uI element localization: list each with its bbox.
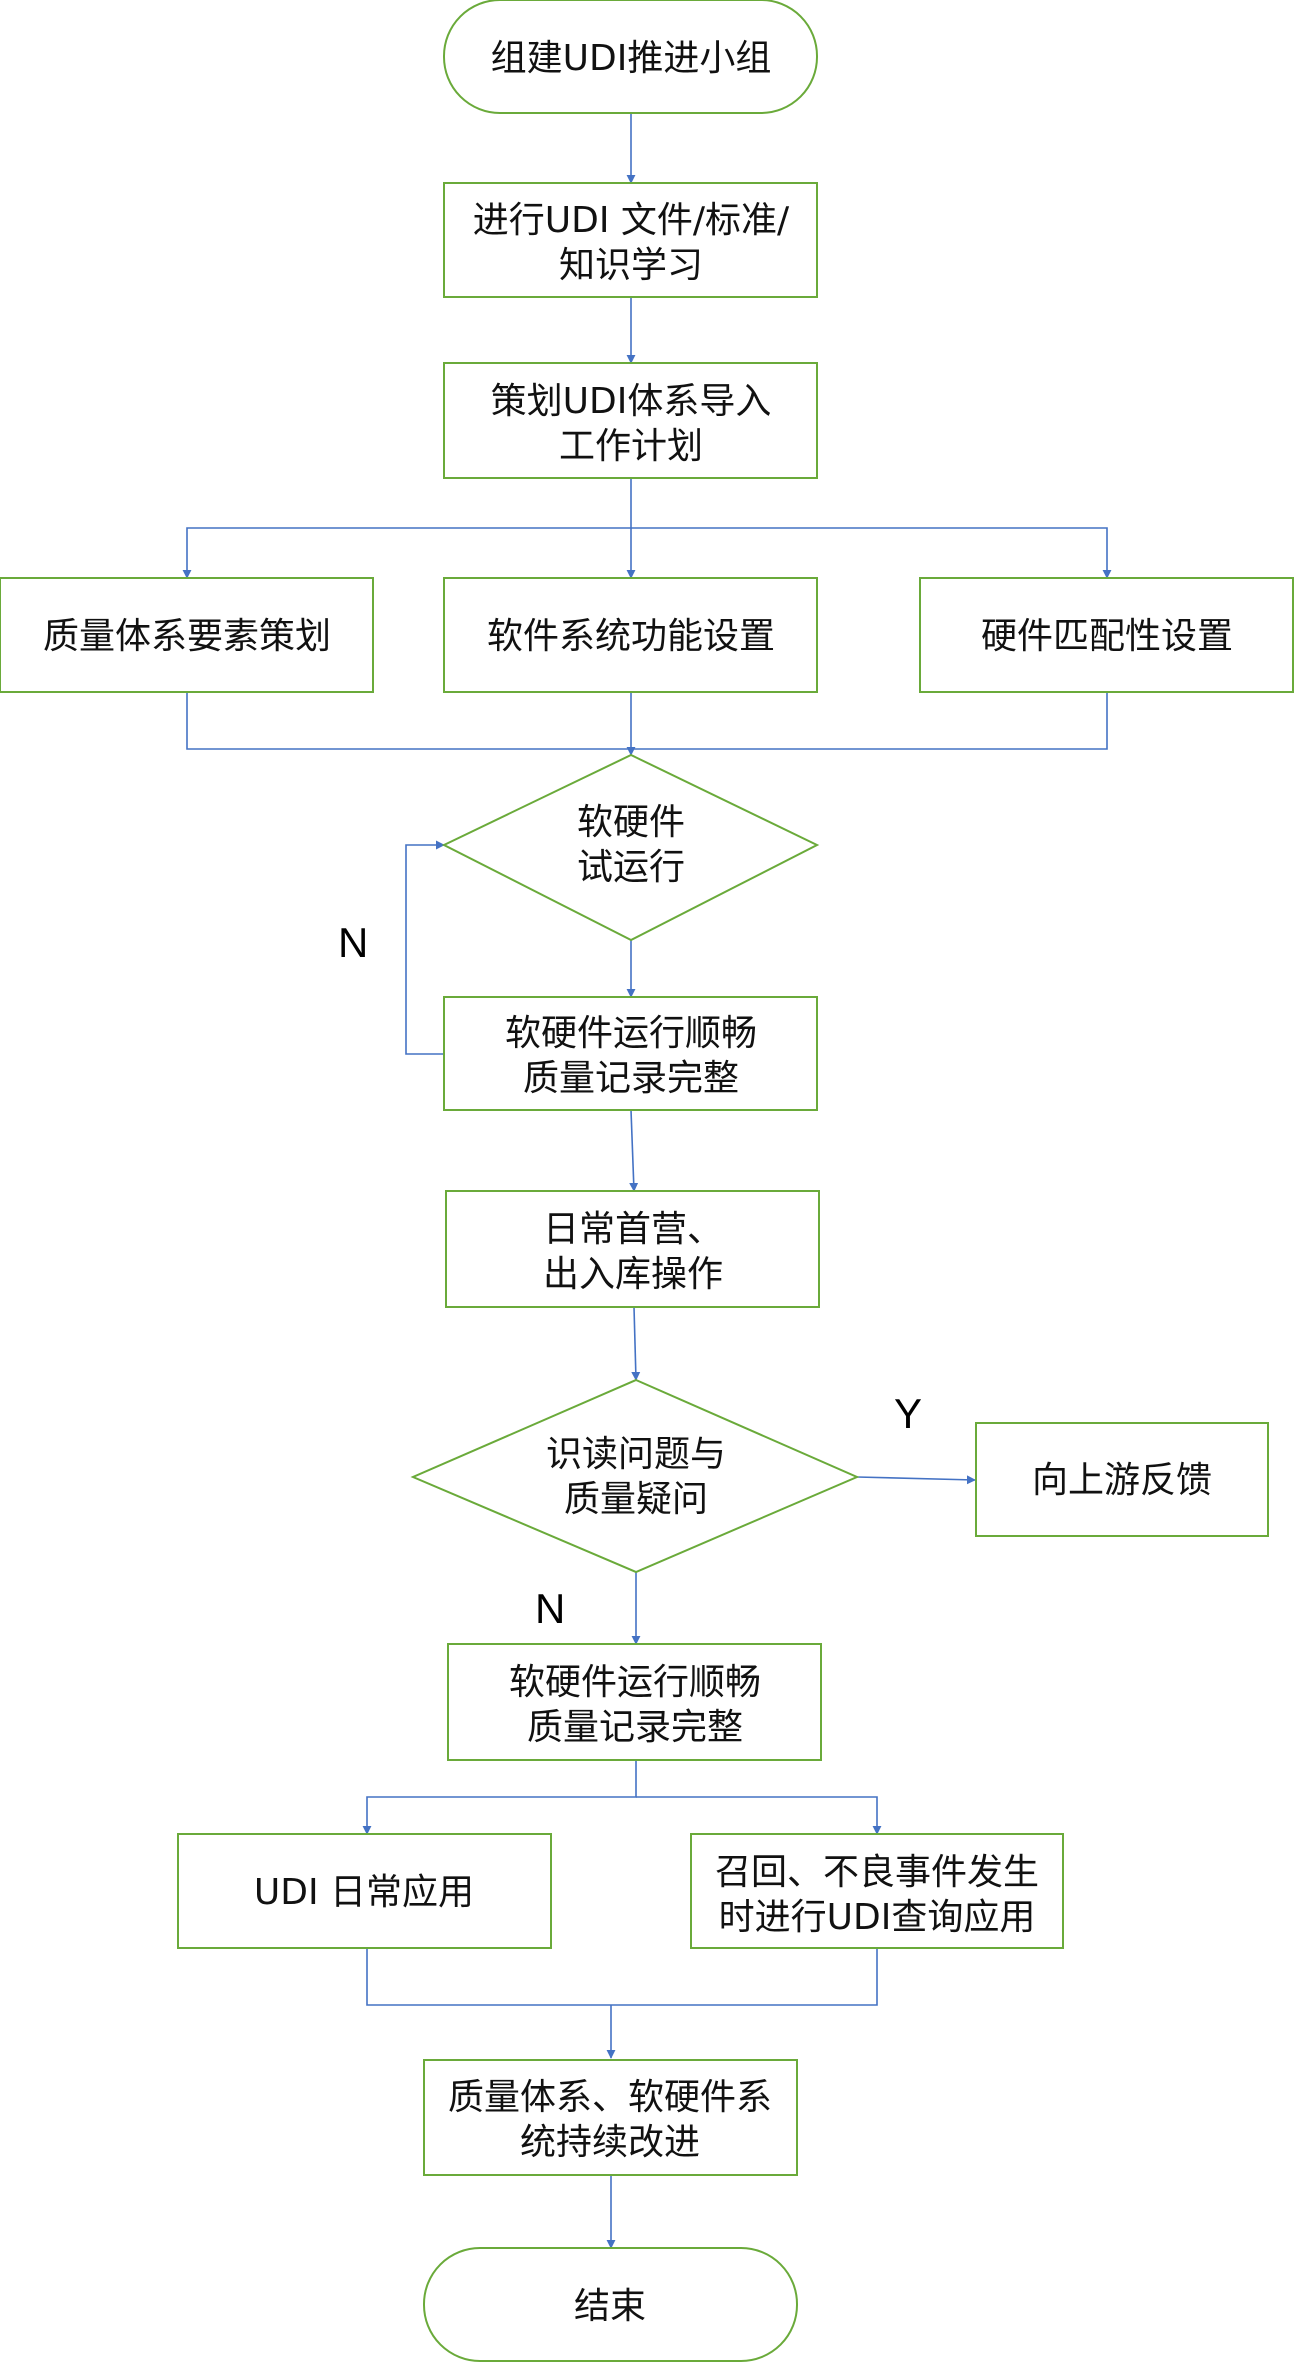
edge-udi-daily-merge bbox=[366, 1948, 878, 2006]
edge-check2-udi-daily bbox=[362, 1760, 637, 1835]
edge-issue-feedback-yes bbox=[856, 1475, 976, 1485]
udi-daily-node-text: UDI 日常应用 bbox=[254, 1872, 474, 1913]
end-node-text: 结束 bbox=[574, 2286, 646, 2327]
plan-node-line-1: 策划UDI体系导入 bbox=[491, 381, 772, 422]
plan-node: 策划UDI体系导入 工作计划 bbox=[443, 362, 818, 479]
start-node-text: 组建UDI推进小组 bbox=[491, 38, 772, 79]
issue-node-line-1: 识读问题与 bbox=[546, 1434, 726, 1475]
quality-plan-node-text: 质量体系要素策划 bbox=[43, 616, 331, 657]
check1-node-line-1: 软硬件运行顺畅 bbox=[505, 1013, 757, 1054]
daily-ops-node-line-1: 日常首营、 bbox=[543, 1209, 723, 1250]
feedback-node: 向上游反馈 bbox=[975, 1422, 1269, 1537]
edge-check2-recall bbox=[636, 1796, 882, 1835]
software-node-text: 软件系统功能设置 bbox=[487, 616, 775, 657]
plan-node-line-2: 工作计划 bbox=[559, 426, 703, 467]
loop-no-label: N bbox=[338, 919, 368, 966]
hardware-node-text: 硬件匹配性设置 bbox=[981, 616, 1233, 657]
recall-node-line-2: 时进行UDI查询应用 bbox=[719, 1897, 1036, 1938]
edge-daily-issue bbox=[631, 1306, 641, 1381]
study-node-line-2: 知识学习 bbox=[559, 245, 703, 286]
issue-yes-label: Y bbox=[894, 1390, 922, 1437]
study-node-line-1: 进行UDI 文件/标准/ bbox=[473, 200, 790, 241]
study-node: 进行UDI 文件/标准/ 知识学习 bbox=[443, 182, 818, 298]
feedback-node-text: 向上游反馈 bbox=[1032, 1460, 1212, 1501]
edge-quality-merge bbox=[186, 692, 631, 750]
trial-node-line-1: 软硬件 bbox=[577, 802, 685, 843]
hardware-node: 硬件匹配性设置 bbox=[919, 577, 1294, 693]
edge-check1-loop-no bbox=[405, 840, 445, 1055]
trial-node-line-2: 试运行 bbox=[577, 847, 685, 888]
check1-node: 软硬件运行顺畅 质量记录完整 bbox=[443, 996, 818, 1111]
edges bbox=[182, 113, 1112, 2249]
software-node: 软件系统功能设置 bbox=[443, 577, 818, 693]
improve-node-line-2: 统持续改进 bbox=[520, 2122, 700, 2163]
check2-node-line-2: 质量记录完整 bbox=[527, 1707, 743, 1748]
edge-plan-split bbox=[182, 478, 632, 579]
issue-node-line-2: 质量疑问 bbox=[564, 1479, 708, 1520]
udi-daily-node: UDI 日常应用 bbox=[177, 1833, 552, 1949]
quality-plan-node: 质量体系要素策划 bbox=[0, 577, 374, 693]
trial-node: 软硬件 试运行 bbox=[441, 753, 820, 942]
check1-node-line-2: 质量记录完整 bbox=[523, 1058, 739, 1099]
edge-hardware-merge bbox=[631, 692, 1108, 750]
check2-node: 软硬件运行顺畅 质量记录完整 bbox=[447, 1643, 822, 1761]
end-node: 结束 bbox=[423, 2247, 798, 2362]
improve-node: 质量体系、软硬件系 统持续改进 bbox=[423, 2059, 798, 2176]
recall-node-line-1: 召回、不良事件发生 bbox=[715, 1852, 1039, 1893]
start-node: 组建UDI推进小组 bbox=[443, 0, 818, 114]
daily-ops-node: 日常首营、 出入库操作 bbox=[445, 1190, 820, 1308]
issue-node: 识读问题与 质量疑问 bbox=[410, 1378, 860, 1574]
improve-node-line-1: 质量体系、软硬件系 bbox=[448, 2077, 772, 2118]
daily-ops-node-line-2: 出入库操作 bbox=[543, 1254, 723, 1295]
check2-node-line-1: 软硬件运行顺畅 bbox=[509, 1662, 761, 1703]
edge-check1-daily bbox=[629, 1109, 639, 1192]
edge-plan-hardware bbox=[631, 527, 1112, 579]
recall-node: 召回、不良事件发生 时进行UDI查询应用 bbox=[690, 1833, 1064, 1949]
issue-no-label: N bbox=[535, 1585, 565, 1632]
